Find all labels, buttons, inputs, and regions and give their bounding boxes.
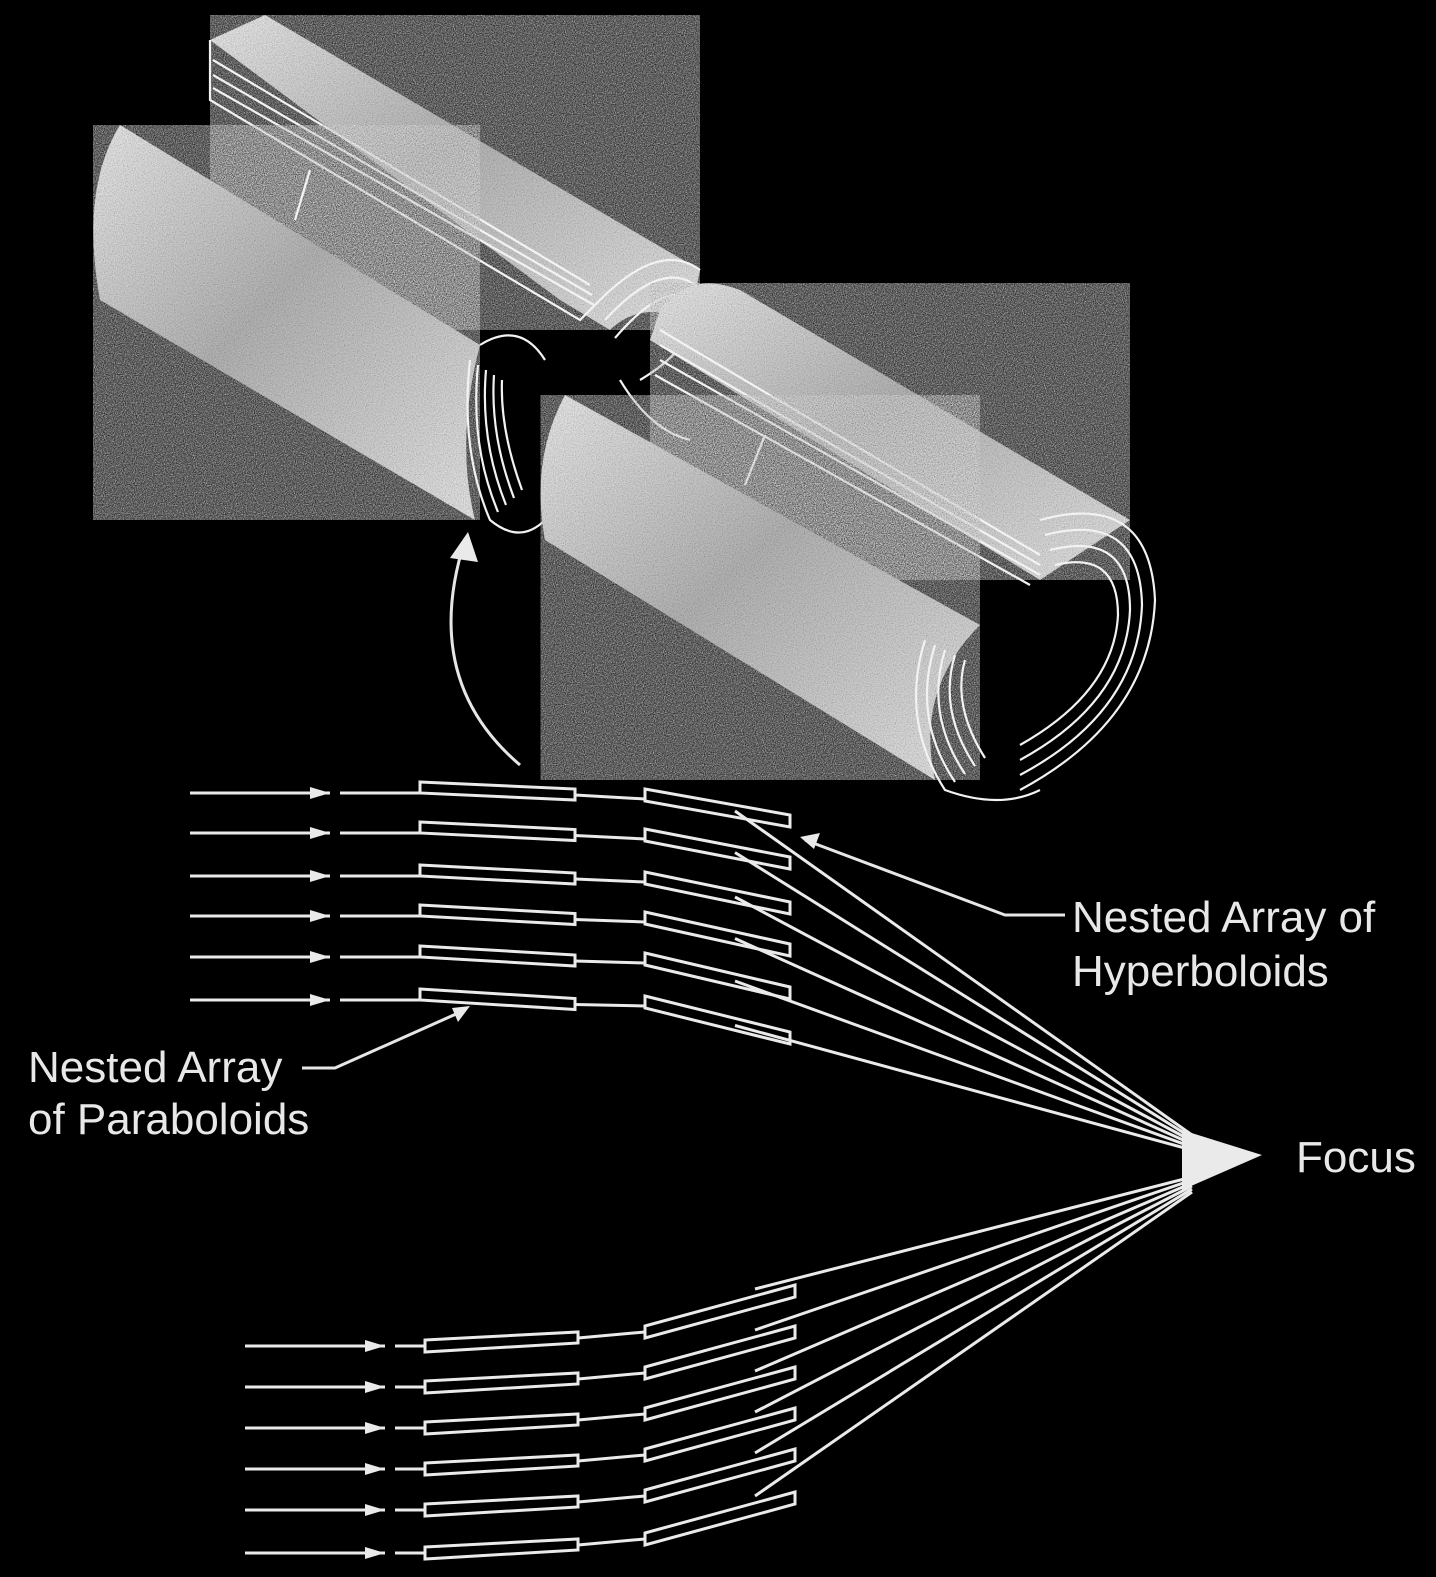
ray-arrowhead-lower	[365, 1381, 385, 1393]
hyperboloids-leader-arrowhead	[800, 833, 820, 849]
ray-arrowhead-lower	[365, 1547, 385, 1559]
paraboloid-mirror-upper	[420, 865, 575, 884]
reflected-ray-lower	[578, 1496, 645, 1502]
paraboloids-leader-arrowhead	[452, 1006, 470, 1022]
curved-pointer-arrow	[451, 540, 520, 765]
paraboloids-label-line2: of Paraboloids	[28, 1095, 309, 1144]
ray-arrowhead-upper	[310, 827, 330, 839]
reflected-ray-lower	[578, 1455, 645, 1461]
hyperboloids-leader-line	[805, 840, 1065, 915]
paraboloid-mirror-lower	[425, 1496, 578, 1516]
reflected-ray-lower	[578, 1414, 645, 1420]
paraboloid-mirror-upper	[420, 905, 575, 925]
ray-arrowhead-upper	[310, 994, 330, 1006]
paraboloid-mirror-lower	[425, 1414, 578, 1434]
ray-arrowhead-lower	[365, 1463, 385, 1475]
hyperboloid-mirror-lower	[645, 1449, 795, 1502]
paraboloids-label-line1: Nested Array	[28, 1043, 282, 1092]
hyperboloid-mirror-upper	[645, 912, 790, 956]
paraboloid-mirror-lower	[425, 1539, 578, 1559]
reflected-ray-lower	[578, 1373, 645, 1379]
paraboloid-mirror-upper	[420, 782, 575, 800]
ray-arrowhead-lower	[365, 1422, 385, 1434]
hyperboloids-label-line2: Hyperboloids	[1072, 947, 1329, 996]
shell-assembly-illustration	[93, 15, 1155, 800]
hyperboloid-mirror-lower	[645, 1326, 795, 1379]
reflected-ray-upper	[575, 1005, 645, 1007]
hyperboloid-mirror-lower	[645, 1367, 795, 1420]
reflected-ray-lower	[578, 1539, 645, 1545]
paraboloid-mirror-lower	[425, 1373, 578, 1393]
paraboloid-mirror-upper	[420, 946, 575, 966]
curved-pointer-arrowhead	[450, 532, 478, 562]
focus-point	[1182, 1130, 1262, 1190]
reflected-ray-lower	[578, 1332, 645, 1338]
focused-ray-lower	[755, 1177, 1192, 1289]
focused-ray-lower	[755, 1186, 1192, 1412]
hyperboloids-label-line1: Nested Array of	[1072, 893, 1376, 942]
focus-label: Focus	[1296, 1133, 1416, 1182]
reflected-ray-upper	[575, 836, 645, 840]
focused-ray-lower	[755, 1180, 1192, 1330]
ray-arrowhead-upper	[310, 910, 330, 922]
paraboloid-mirror-upper	[420, 822, 575, 841]
reflected-ray-upper	[575, 795, 645, 799]
reflected-ray-upper	[575, 961, 645, 963]
paraboloids-leader-line	[302, 1010, 465, 1068]
ray-arrowhead-upper	[310, 951, 330, 963]
hyperboloid-mirror-lower	[645, 1492, 795, 1545]
paraboloid-mirror-lower	[425, 1455, 578, 1475]
hyperboloid-mirror-upper	[645, 872, 790, 914]
focused-ray-upper	[735, 981, 1192, 1147]
hyperboloid-mirror-upper	[645, 996, 790, 1044]
ray-arrowhead-lower	[365, 1504, 385, 1516]
hyperboloid-mirror-lower	[645, 1408, 795, 1461]
hyperboloid-mirror-lower	[645, 1285, 795, 1338]
ray-arrowhead-upper	[310, 787, 330, 799]
ray-arrowhead-upper	[310, 870, 330, 882]
paraboloid-mirror-upper	[420, 989, 575, 1010]
focused-ray-lower	[755, 1189, 1192, 1453]
reflected-ray-upper	[575, 879, 645, 882]
reflected-ray-upper	[575, 920, 645, 923]
paraboloid-mirror-lower	[425, 1332, 578, 1352]
ray-arrowhead-lower	[365, 1340, 385, 1352]
hyperboloid-mirror-upper	[645, 789, 790, 827]
